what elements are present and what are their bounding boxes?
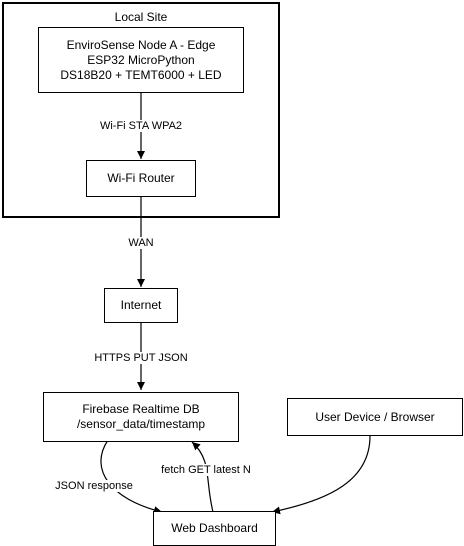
local-site-group: Local Site [2,2,280,218]
firebase-line-1: Firebase Realtime DB [82,402,200,416]
edge-node-line-2: ESP32 MicroPython [87,52,195,67]
edge-node-line-3: DS18B20 + TEMT6000 + LED [60,67,222,82]
dashboard-box: Web Dashboard [153,511,276,546]
edge-node-line-1: EnviroSense Node A - Edge [66,37,216,52]
dashboard-label: Web Dashboard [171,521,258,535]
edge-label-json-response: JSON response [54,480,134,492]
user-device-label: User Device / Browser [315,409,435,424]
firebase-box: Firebase Realtime DB /sensor_data/timest… [43,392,239,442]
edge-label-https-put: HTTPS PUT JSON [93,352,189,364]
edge-node-box: EnviroSense Node A - Edge ESP32 MicroPyt… [38,27,244,93]
internet-box: Internet [104,288,178,323]
edge-dashboard-to-firebase [191,441,214,513]
edge-user-to-dashboard [271,435,371,515]
edge-label-wifi-sta: Wi-Fi STA WPA2 [98,120,184,132]
router-label: Wi-Fi Router [107,171,175,185]
edge-label-wan: WAN [127,237,155,249]
internet-label: Internet [120,298,162,312]
local-site-title: Local Site [114,10,168,24]
router-box: Wi-Fi Router [86,160,196,197]
firebase-line-2: /sensor_data/timestamp [76,417,206,431]
edge-firebase-to-dashboard [100,439,163,515]
user-device-box: User Device / Browser [287,398,463,436]
edge-label-fetch-get: fetch GET latest N [160,464,252,476]
